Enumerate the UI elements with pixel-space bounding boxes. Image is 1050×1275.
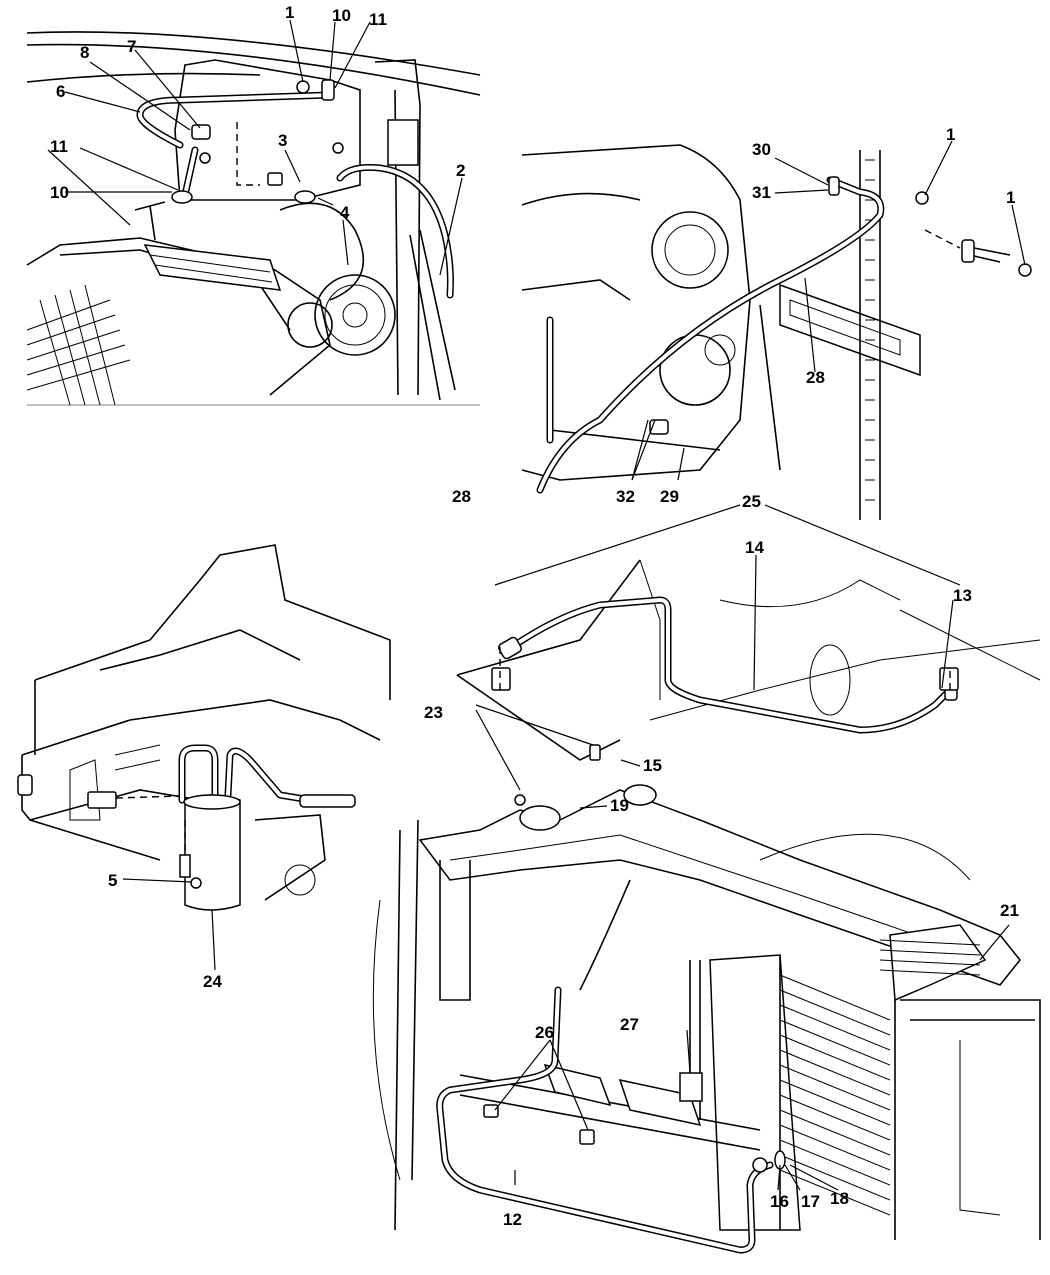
callout-5: 5 — [108, 871, 117, 890]
hose-clips — [483, 667, 959, 1173]
callout-16: 16 — [770, 1192, 789, 1211]
callout-27: 27 — [620, 1015, 639, 1034]
callout-10: 10 — [50, 183, 69, 202]
nut-icon — [199, 152, 211, 164]
accumulator-canister — [87, 744, 356, 911]
callout-1: 1 — [285, 3, 294, 22]
compressor-side-view: 30 31 1 1 28 28 32 29 — [452, 125, 1032, 520]
callout-31: 31 — [752, 183, 771, 202]
callout-10: 10 — [332, 6, 351, 25]
callout-17: 17 — [801, 1192, 820, 1211]
callout-13: 13 — [953, 586, 972, 605]
clip-icon — [589, 744, 601, 761]
callout-2: 2 — [456, 161, 465, 180]
clip-icon — [939, 667, 959, 691]
callout-18: 18 — [830, 1189, 849, 1208]
fitting-icon — [498, 636, 522, 660]
front-end-condenser-view: 25 14 13 23 15 19 21 26 27 12 16 17 18 — [372, 492, 1041, 1254]
callout-3: 3 — [278, 131, 287, 150]
connector-icon — [87, 791, 117, 809]
pressure-switch-icon — [679, 1072, 703, 1102]
body-panel-artwork — [17, 544, 391, 901]
seal-washer-icon — [828, 176, 840, 196]
callout-28: 28 — [806, 368, 825, 387]
callout-8: 8 — [80, 43, 89, 62]
callout-14: 14 — [745, 538, 764, 557]
fitting-icon — [191, 124, 211, 140]
callout-25: 25 — [742, 492, 761, 511]
callout-15: 15 — [643, 756, 662, 775]
seal-washer-icon — [321, 79, 335, 101]
callout-24: 24 — [203, 972, 222, 991]
callout-11: 11 — [50, 137, 68, 156]
grommet-icon — [17, 774, 33, 796]
callout-21: 21 — [1000, 901, 1019, 920]
callout-7: 7 — [127, 37, 136, 56]
nut-icon — [332, 142, 344, 154]
callout-1: 1 — [946, 125, 955, 144]
nut-icon — [1018, 263, 1032, 277]
engine-artwork — [26, 31, 481, 406]
callout-1: 1 — [1006, 188, 1015, 207]
callout-4: 4 — [340, 203, 350, 222]
callout-6: 6 — [56, 82, 65, 101]
clip-icon — [514, 794, 526, 806]
gasket-icon — [294, 190, 316, 204]
compressor-fitting-icon — [649, 419, 669, 435]
sensor-icon — [267, 172, 283, 186]
accumulator-view: 5 24 — [17, 544, 391, 991]
nut-icon — [296, 80, 310, 94]
callout-29: 29 — [660, 487, 679, 506]
callout-23: 23 — [424, 703, 443, 722]
engine-top-view: 1 10 11 8 7 6 11 10 3 4 2 — [26, 3, 481, 406]
callout-28: 28 — [452, 487, 471, 506]
frame-artwork — [372, 559, 1041, 1240]
clip-icon — [483, 1104, 499, 1118]
clip-icon — [579, 1129, 595, 1145]
callout-30: 30 — [752, 140, 771, 159]
stud-bracket-icon — [961, 239, 975, 263]
callout-12: 12 — [503, 1210, 522, 1229]
fitting-icon — [752, 1157, 768, 1173]
gasket-icon — [171, 190, 193, 204]
callout-19: 19 — [610, 796, 629, 815]
fittings — [171, 79, 344, 204]
callout-26: 26 — [535, 1023, 554, 1042]
clip-icon — [491, 667, 511, 691]
callout-32: 32 — [616, 487, 635, 506]
compressor-artwork — [521, 144, 921, 520]
callout-11: 11 — [369, 10, 387, 29]
